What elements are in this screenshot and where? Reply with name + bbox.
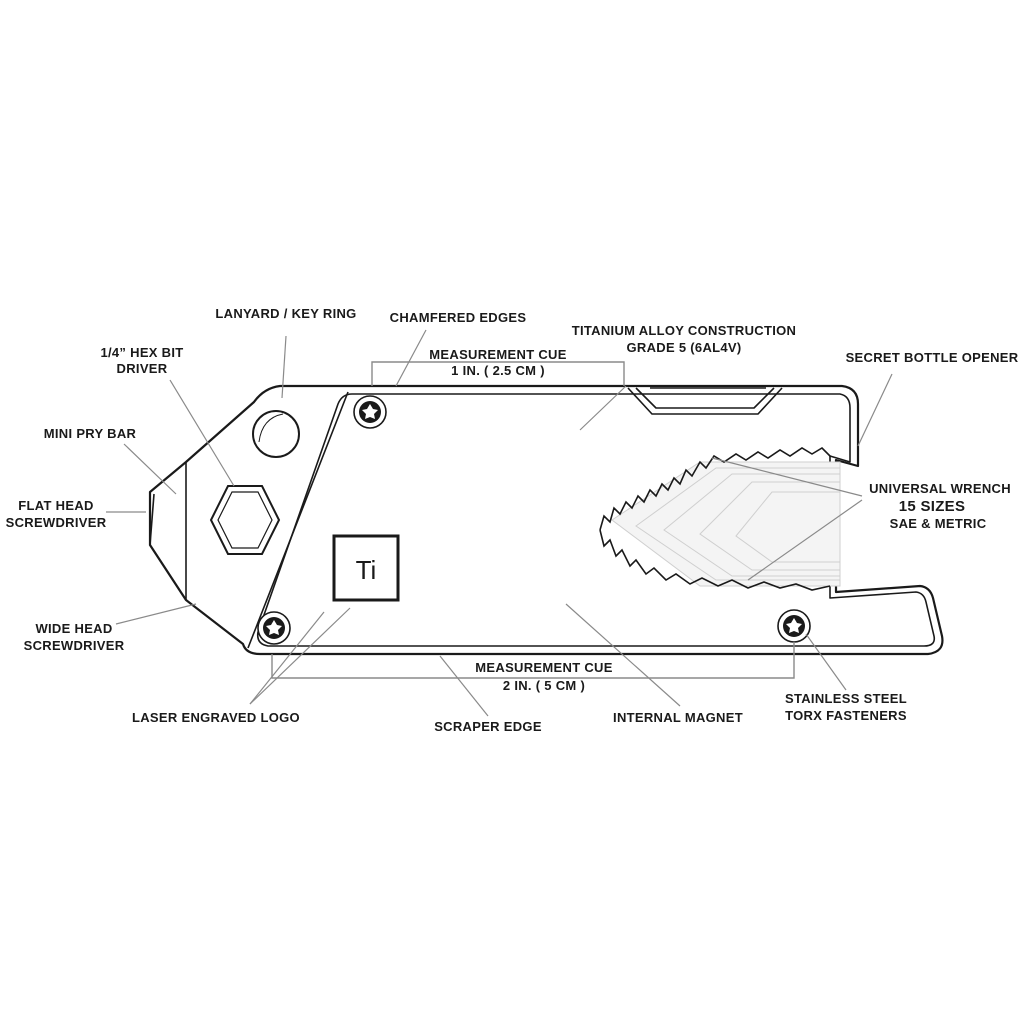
label-wide-head-line1: WIDE HEAD xyxy=(35,621,112,636)
label-chamfered: CHAMFERED EDGES xyxy=(390,310,527,325)
lanyard-ring xyxy=(252,410,300,458)
label-wrench-line3: SAE & METRIC xyxy=(890,516,987,531)
leader-scraper xyxy=(439,655,489,717)
leader-torx xyxy=(805,633,847,691)
leader-titanium xyxy=(579,385,627,431)
leader-chamfered xyxy=(395,329,427,387)
torx-fastener-bottom-left xyxy=(257,611,291,645)
label-wrench-line1: UNIVERSAL WRENCH xyxy=(869,481,1011,496)
leader-lanyard xyxy=(281,335,287,399)
label-torx-line1: STAINLESS STEEL xyxy=(785,691,907,706)
leader-wide-head xyxy=(115,603,197,625)
leader-mini-pry xyxy=(123,443,177,495)
leader-laser-logo-1 xyxy=(249,611,325,705)
label-cue-top-line2: 1 IN. ( 2.5 CM ) xyxy=(451,363,545,378)
bottle-opener-slot-inner xyxy=(635,387,775,409)
leader-hex-bit xyxy=(169,379,235,487)
wrench-lower-edge xyxy=(599,529,831,591)
measurement-cue-bottom-bracket xyxy=(271,642,795,679)
label-flat-head-line2: SCREWDRIVER xyxy=(6,515,107,530)
head-division-line xyxy=(247,391,349,649)
hex-bit-driver xyxy=(209,485,281,555)
label-magnet: INTERNAL MAGNET xyxy=(613,710,743,725)
label-bottle-opener: SECRET BOTTLE OPENER xyxy=(846,350,1019,365)
leader-laser-logo-2 xyxy=(249,607,351,705)
label-titanium-line1: TITANIUM ALLOY CONSTRUCTION xyxy=(572,323,797,338)
label-flat-head-line1: FLAT HEAD xyxy=(18,498,93,513)
wrench-serrated-edge xyxy=(599,446,831,531)
torx-fastener-top xyxy=(353,395,387,429)
label-hex-bit-line1: 1/4” HEX BIT xyxy=(100,345,183,360)
leader-magnet xyxy=(565,603,681,707)
ti-logo-text: Ti xyxy=(356,555,377,585)
label-scraper: SCRAPER EDGE xyxy=(434,719,542,734)
label-titanium-line2: GRADE 5 (6AL4V) xyxy=(626,340,741,355)
label-cue-bottom-line1: MEASUREMENT CUE xyxy=(475,660,612,675)
label-hex-bit-line2: DRIVER xyxy=(117,361,168,376)
leader-bottle-opener xyxy=(857,373,893,447)
label-laser-logo: LASER ENGRAVED LOGO xyxy=(132,710,300,725)
label-wide-head-line2: SCREWDRIVER xyxy=(24,638,125,653)
label-mini-pry: MINI PRY BAR xyxy=(44,426,137,441)
ti-logo: Ti xyxy=(332,534,400,602)
label-wrench-line2: 15 SIZES xyxy=(899,498,966,515)
leader-lines xyxy=(106,329,893,717)
label-cue-bottom-line2: 2 IN. ( 5 CM ) xyxy=(503,678,585,693)
torx-fastener-bottom-right xyxy=(777,609,811,643)
tool-head-bevel xyxy=(149,493,187,601)
measurement-cue-top-bracket xyxy=(371,361,625,386)
label-torx-line2: TORX FASTENERS xyxy=(785,708,907,723)
label-lanyard: LANYARD / KEY RING xyxy=(215,306,356,321)
leader-wrench-1 xyxy=(711,457,863,497)
label-cue-top-line1: MEASUREMENT CUE xyxy=(429,347,566,362)
main-plate-outline xyxy=(256,393,936,647)
leader-wrench-2 xyxy=(747,499,863,581)
bottle-opener-slot xyxy=(627,387,783,415)
wrench-ghost-5 xyxy=(735,491,841,563)
